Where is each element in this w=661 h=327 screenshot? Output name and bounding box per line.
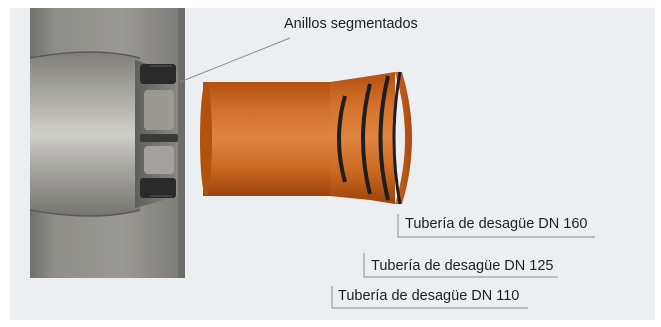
drain-pipe [200,71,412,205]
pipe-dn160-label: Tubería de desagüe DN 160 [405,216,588,232]
pipe-dn125-label: Tubería de desagüe DN 125 [371,258,554,274]
segmented-rings [140,64,178,198]
rings-label: Anillos segmentados [284,16,418,32]
pipe-leader-lines [331,214,595,309]
steel-housing [29,8,185,278]
rings-leader-line [179,37,291,83]
pipe-dn110-label: Tubería de desagüe DN 110 [338,288,520,304]
